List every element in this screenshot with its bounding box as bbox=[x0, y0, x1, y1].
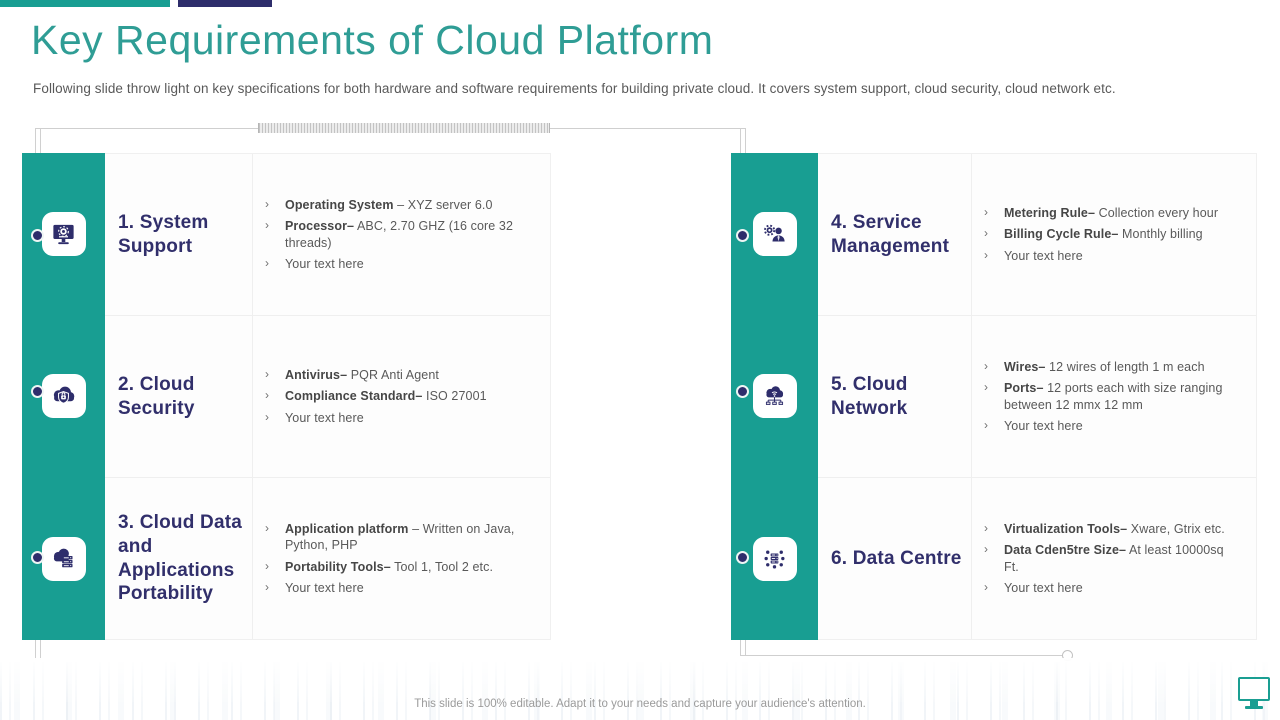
bullet-item: › Your text here bbox=[984, 580, 1083, 595]
section-heading: 3. Cloud Data and Applications Portabili… bbox=[118, 512, 243, 605]
bullet-item: › Your text here bbox=[265, 409, 364, 425]
bullet-item: › Processor– ABC, 2.70 GHZ (16 core 32 t… bbox=[265, 218, 514, 250]
bullet-marker: › bbox=[984, 520, 988, 535]
right-content-column: 4. Service Management › Metering Rule– C… bbox=[818, 153, 1257, 640]
editable-note: This slide is 100% editable. Adapt it to… bbox=[414, 698, 866, 710]
gear-person-icon bbox=[763, 224, 785, 242]
connector-node-dot bbox=[31, 229, 44, 242]
section-row-cloud-data-portability: 3. Cloud Data and Applications Portabili… bbox=[105, 478, 550, 639]
section-heading: 2. Cloud Security bbox=[118, 373, 195, 419]
bullet-item: › Portability Tools– Tool 1, Tool 2 etc. bbox=[265, 558, 494, 574]
data-centre-icon bbox=[764, 550, 785, 569]
cloud-network-icon bbox=[765, 386, 784, 406]
bullet-item: › Data Cden5tre Size– At least 10000sq F… bbox=[984, 542, 1224, 574]
section-row-cloud-security: 2. Cloud Security › Antivirus– PQR Anti … bbox=[105, 316, 550, 478]
system-support-icon-box bbox=[41, 212, 86, 257]
section-heading: 4. Service Management bbox=[831, 211, 950, 257]
section-heading: 6. Data Centre bbox=[831, 547, 962, 569]
section-row-cloud-network: 5. Cloud Network › Wires– 12 wires of le… bbox=[818, 316, 1256, 478]
connector-node-dot bbox=[736, 385, 749, 398]
bullet-marker: › bbox=[984, 226, 988, 241]
frame-bottom-line bbox=[740, 655, 1065, 656]
bullet-marker: › bbox=[265, 558, 269, 573]
bullet-marker: › bbox=[984, 380, 988, 394]
bullet-marker: › bbox=[265, 256, 269, 270]
bullet-marker: › bbox=[265, 218, 269, 232]
bullet-item: › Metering Rule– Collection every hour bbox=[984, 204, 1219, 220]
top-accent-bar-teal bbox=[0, 0, 170, 7]
bullet-item: › Your text here bbox=[265, 580, 364, 595]
bullet-marker: › bbox=[265, 366, 269, 381]
bullet-marker: › bbox=[984, 358, 988, 373]
section-heading: 1. System Support bbox=[118, 211, 209, 257]
cloud-server-icon bbox=[53, 548, 73, 568]
bullet-item: › Virtualization Tools– Xware, Gtrix etc… bbox=[984, 520, 1225, 536]
bullet-item: › Your text here bbox=[265, 256, 364, 271]
bullet-marker: › bbox=[984, 542, 988, 556]
left-sections-card: 1. System Support › Operating System – X… bbox=[22, 153, 551, 640]
computer-gear-icon bbox=[53, 224, 74, 244]
section-heading: 5. Cloud Network bbox=[831, 373, 908, 419]
cloud-lock-icon bbox=[53, 386, 75, 404]
bullet-marker: › bbox=[984, 580, 988, 594]
connector-node-dot bbox=[736, 551, 749, 564]
section-row-system-support: 1. System Support › Operating System – X… bbox=[105, 154, 550, 316]
bullet-marker: › bbox=[265, 409, 269, 424]
connector-node-dot bbox=[31, 551, 44, 564]
bullet-marker: › bbox=[265, 580, 269, 594]
section-row-service-management: 4. Service Management › Metering Rule– C… bbox=[818, 154, 1256, 316]
top-accent-bar-navy bbox=[178, 0, 272, 7]
page-title: Key Requirements of Cloud Platform bbox=[31, 17, 714, 63]
right-sections-card: 4. Service Management › Metering Rule– C… bbox=[731, 153, 1257, 640]
bullet-marker: › bbox=[265, 520, 269, 535]
cloud-network-icon-box bbox=[752, 374, 797, 419]
bullet-item: › Billing Cycle Rule– Monthly billing bbox=[984, 226, 1203, 242]
service-management-icon-box bbox=[752, 212, 797, 257]
bullet-item: › Application platform – Written on Java… bbox=[265, 520, 515, 553]
connector-node-dot bbox=[31, 385, 44, 398]
coil-decoration bbox=[258, 123, 550, 133]
bullet-marker: › bbox=[984, 418, 988, 432]
data-centre-icon-box bbox=[752, 536, 797, 581]
bullet-item: › Your text here bbox=[984, 247, 1083, 263]
bullet-item: › Antivirus– PQR Anti Agent bbox=[265, 366, 439, 382]
slide-subtitle: Following slide throw light on key speci… bbox=[33, 81, 1116, 96]
monitor-icon bbox=[1238, 677, 1270, 709]
bullet-marker: › bbox=[984, 247, 988, 262]
bullet-marker: › bbox=[984, 204, 988, 219]
bullet-item: › Operating System – XYZ server 6.0 bbox=[265, 196, 493, 212]
bullet-item: › Wires– 12 wires of length 1 m each bbox=[984, 358, 1205, 374]
bullet-marker: › bbox=[265, 388, 269, 403]
bullet-marker: › bbox=[265, 196, 269, 211]
bullet-item: › Ports– 12 ports each with size ranging… bbox=[984, 380, 1223, 412]
connector-node-dot bbox=[736, 229, 749, 242]
cloud-security-icon-box bbox=[41, 374, 86, 419]
pattern-fade-overlay bbox=[0, 658, 1280, 702]
bullet-item: › Compliance Standard– ISO 27001 bbox=[265, 388, 487, 404]
left-content-column: 1. System Support › Operating System – X… bbox=[105, 153, 551, 640]
section-row-data-centre: 6. Data Centre › Virtualization Tools– X… bbox=[818, 478, 1256, 639]
cloud-data-icon-box bbox=[41, 536, 86, 581]
bullet-item: › Your text here bbox=[984, 418, 1083, 433]
